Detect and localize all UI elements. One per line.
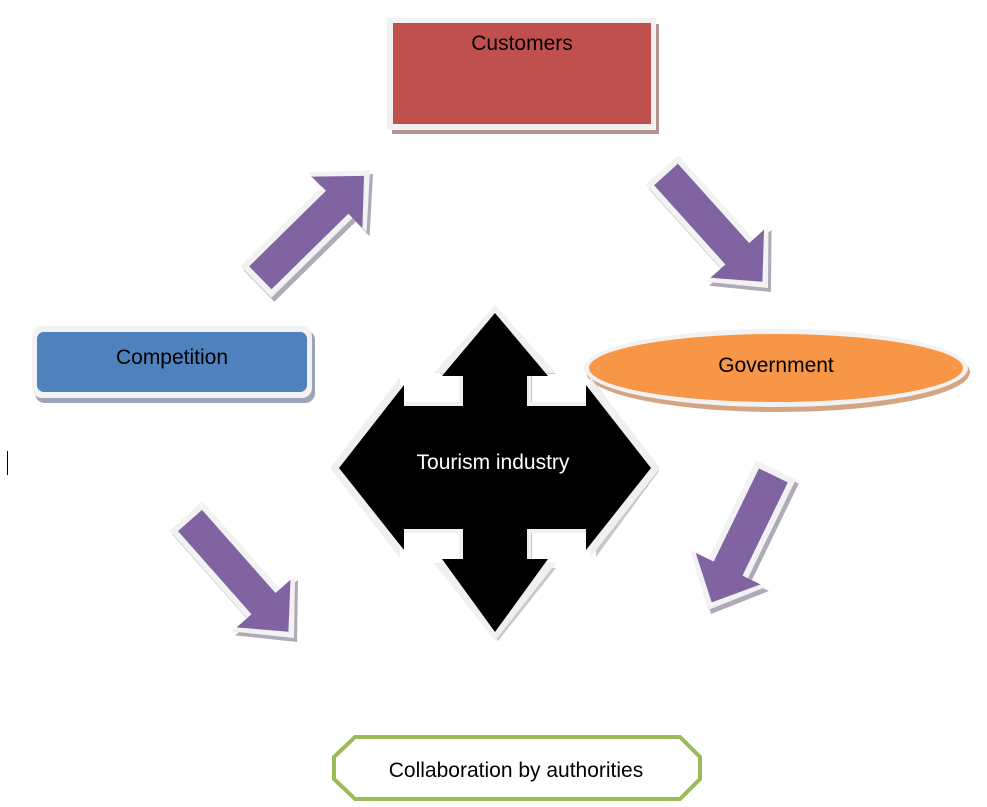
tourism-label: Tourism industry <box>417 451 570 474</box>
connector-arrows <box>169 155 799 642</box>
competition-box <box>37 332 307 392</box>
tourism-industry-node[interactable]: Tourism industry <box>330 305 660 641</box>
text-cursor <box>7 451 8 475</box>
arrow-body <box>249 175 364 290</box>
government-ellipse <box>589 334 963 402</box>
collaboration-node[interactable]: Collaboration by authorities <box>332 735 702 801</box>
customers-box <box>393 23 651 124</box>
arrow-competition-to-collaboration <box>169 501 298 642</box>
competition-label: Competition <box>116 346 228 369</box>
arrow-competition-to-customers <box>240 170 373 302</box>
government-node[interactable]: Government <box>584 329 970 412</box>
customers-node[interactable]: Customers <box>387 18 659 134</box>
competition-node[interactable]: Competition <box>32 326 315 403</box>
arrow-government-to-collaboration <box>690 460 799 614</box>
arrow-body <box>178 509 291 632</box>
arrow-body <box>695 468 788 603</box>
government-label: Government <box>718 354 834 377</box>
collaboration-label: Collaboration by authorities <box>389 759 643 782</box>
collaboration-octagon <box>332 735 702 801</box>
arrow-customers-to-government <box>645 155 772 292</box>
tourism-arrow <box>339 313 651 632</box>
customers-label: Customers <box>471 32 573 55</box>
arrow-body <box>654 163 764 282</box>
